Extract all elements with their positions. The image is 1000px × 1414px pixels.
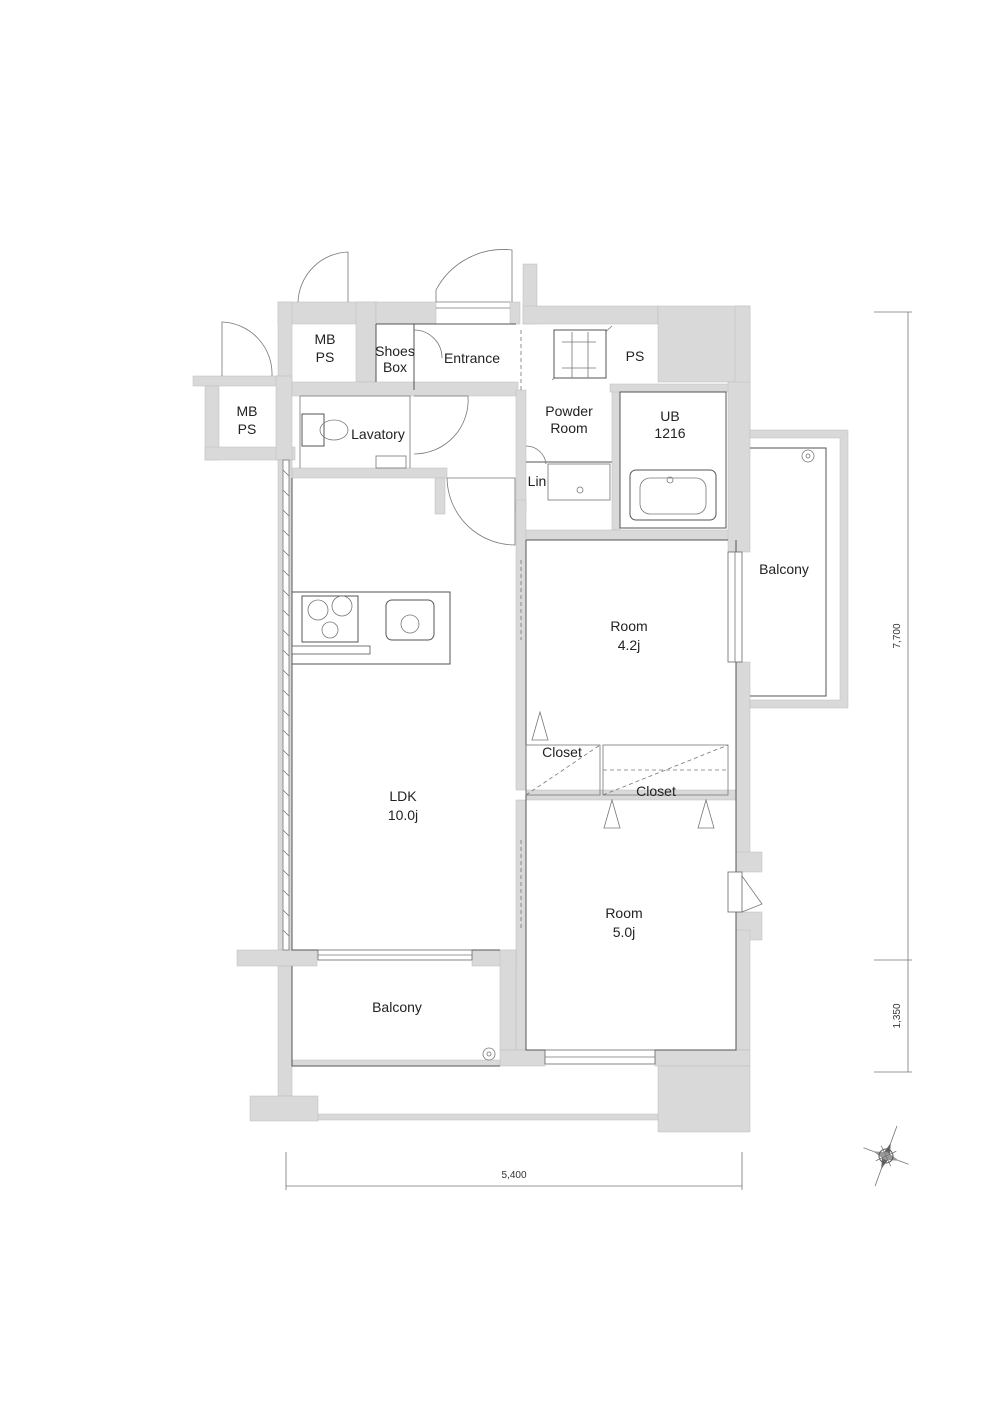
doors — [221, 249, 547, 546]
room-50-line1: Room — [605, 905, 642, 921]
ub-line1: UB — [660, 408, 679, 424]
balcony-east-label: Balcony — [759, 561, 809, 577]
closet-lower-label: Closet — [636, 783, 676, 799]
mb-ps-top-line2: PS — [316, 349, 335, 365]
dimension-width: 5,400 — [501, 1170, 526, 1181]
ldk-line1: LDK — [389, 788, 417, 804]
closet-upper-label: Closet — [542, 744, 582, 760]
powder-room-line2: Room — [550, 420, 587, 436]
balcony-south — [291, 966, 500, 1067]
dimension-labels: 5,400 7,700 1,350 — [501, 623, 903, 1181]
ps-label: PS — [626, 348, 645, 364]
fixtures — [291, 329, 727, 665]
shoes-box-line2: Box — [383, 359, 407, 375]
interior-lines — [282, 301, 912, 1190]
room-42-line1: Room — [610, 618, 647, 634]
entrance-label: Entrance — [444, 350, 500, 366]
mb-ps-left-line1: MB — [237, 403, 258, 419]
lavatory-label: Lavatory — [351, 426, 405, 442]
room-50-line2: 5.0j — [613, 924, 636, 940]
ldk-line2: 10.0j — [388, 807, 418, 823]
dimension-height-main: 7,700 — [892, 623, 903, 648]
mb-ps-top-line1: MB — [315, 331, 336, 347]
mb-ps-left-line2: PS — [238, 421, 257, 437]
balcony-south-label: Balcony — [372, 999, 422, 1015]
dimension-height-balcony: 1,350 — [892, 1003, 903, 1028]
compass-icon — [863, 1125, 909, 1187]
balcony-east — [749, 429, 849, 709]
lin-label: Lin — [528, 473, 547, 489]
room-42-line2: 4.2j — [618, 637, 641, 653]
powder-room-line1: Powder — [545, 403, 593, 419]
room-labels: MB PS MB PS Shoes Box Entrance PS Lavato… — [237, 331, 809, 1015]
ub-line2: 1216 — [654, 425, 685, 441]
shoes-box-line1: Shoes — [375, 343, 415, 359]
